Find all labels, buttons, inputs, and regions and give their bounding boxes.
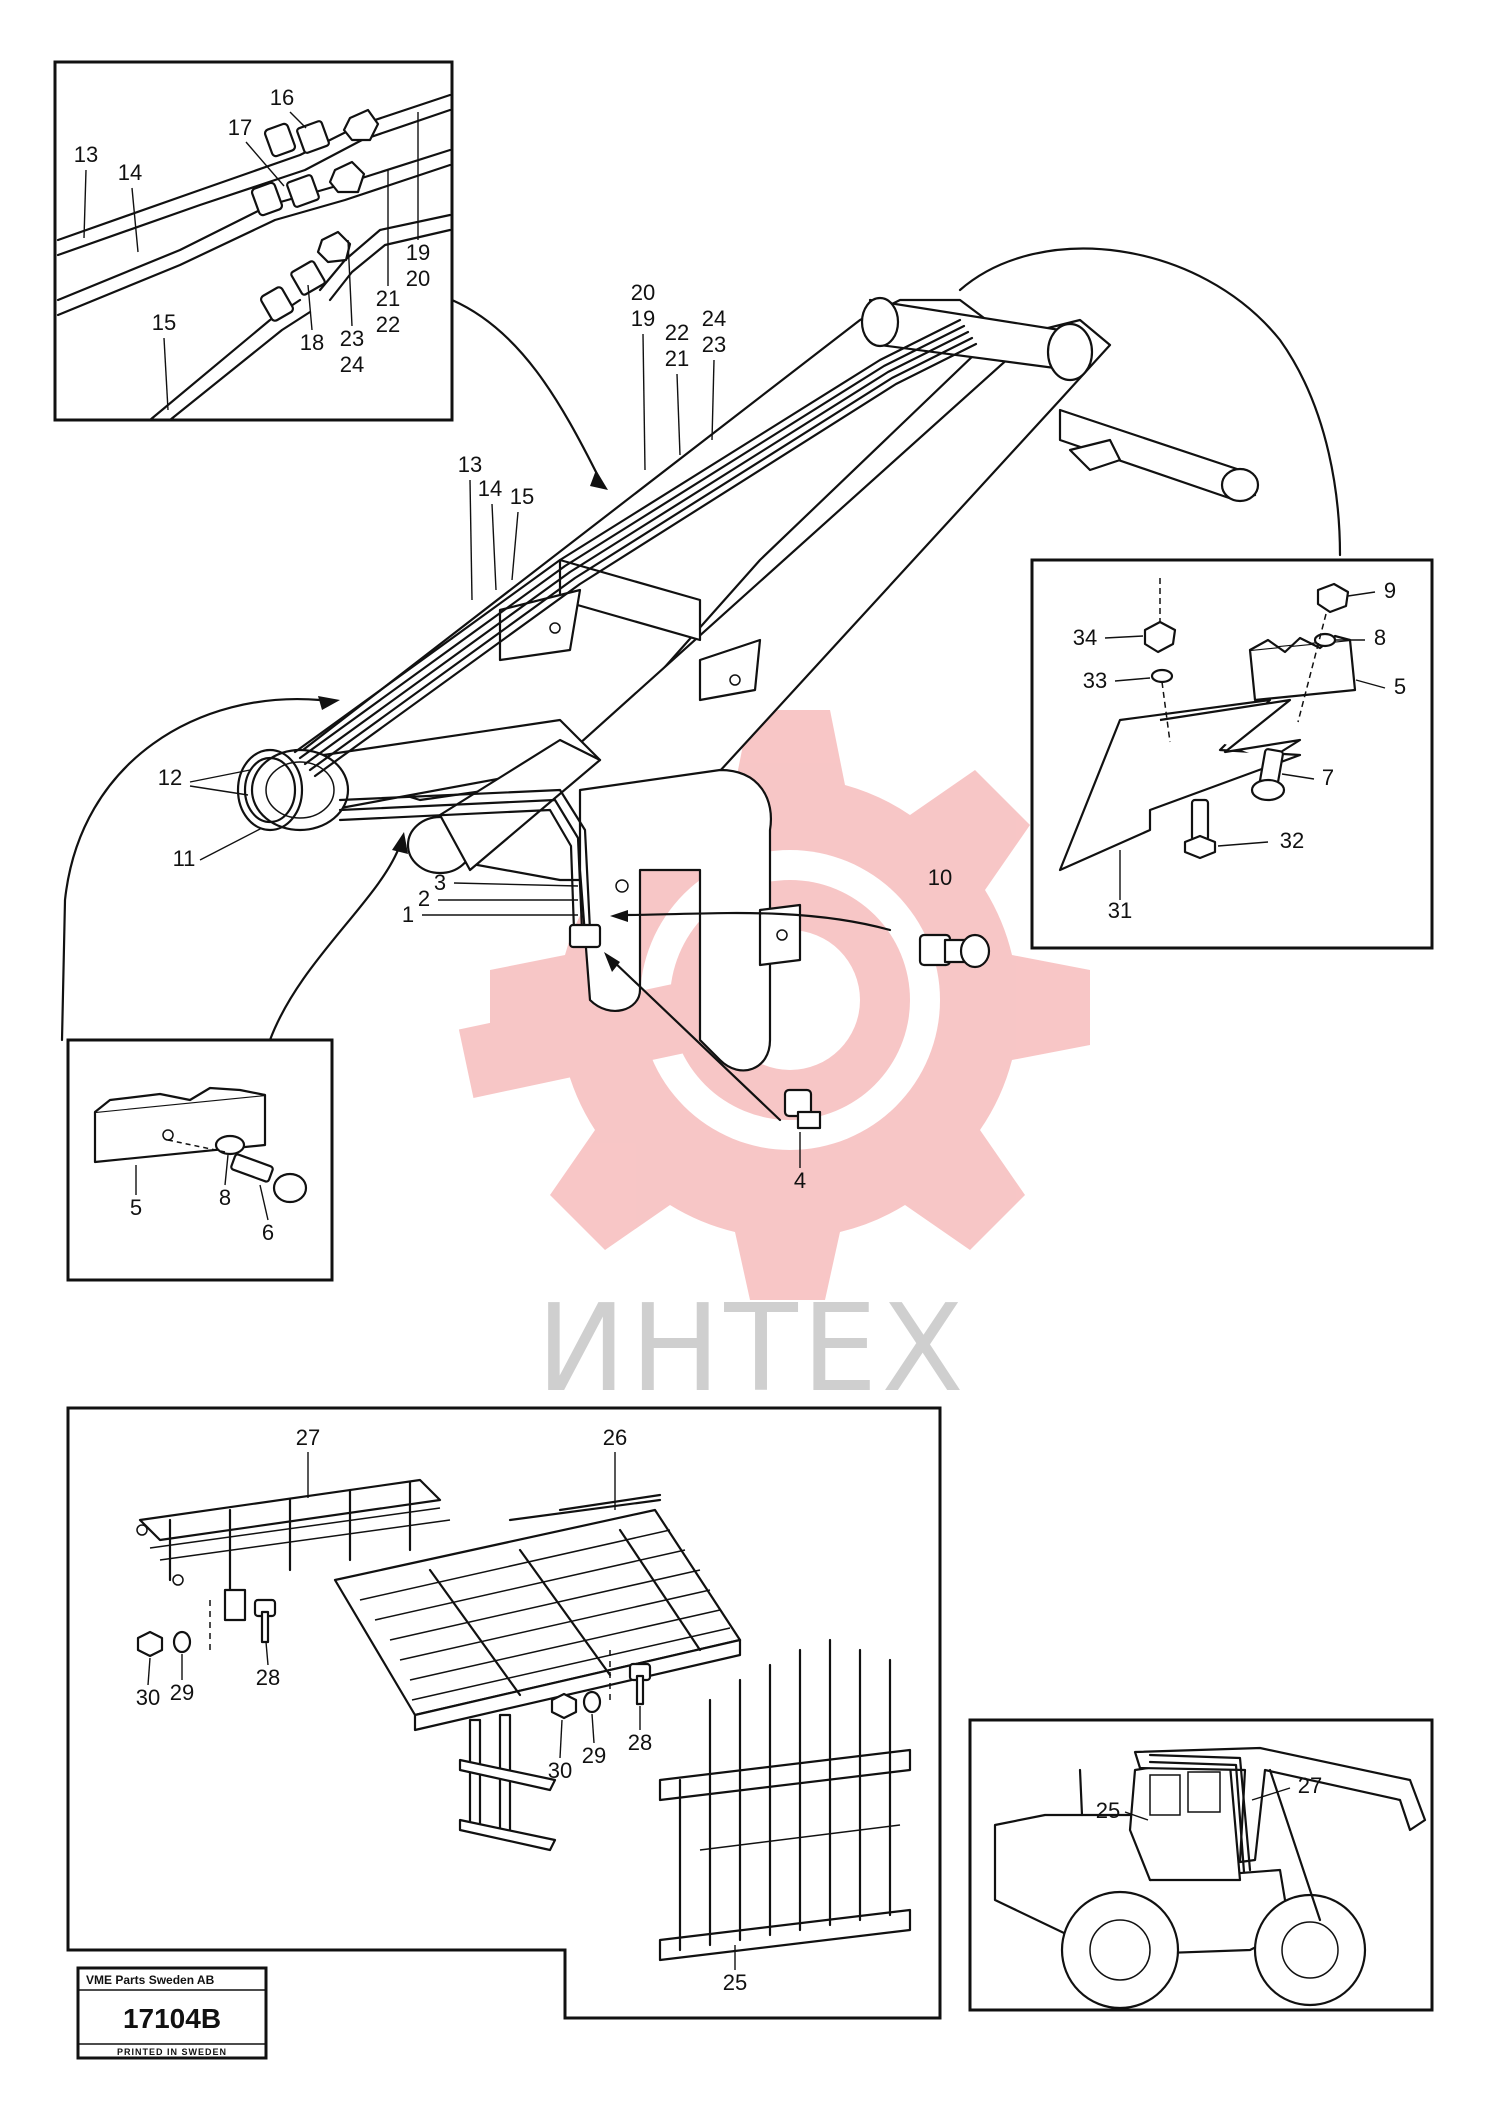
- callout-29-left: 29: [170, 1680, 194, 1705]
- callout-14-inset: 14: [118, 160, 142, 185]
- callout-18: 18: [300, 330, 324, 355]
- callout-21-boom: 21: [665, 346, 689, 371]
- callout-9: 9: [1384, 578, 1396, 603]
- callout-30-left: 30: [136, 1685, 160, 1710]
- grille-27: [136, 1478, 451, 1650]
- callout-28-left: 28: [256, 1665, 280, 1690]
- callout-13-boom: 13: [458, 452, 482, 477]
- callout-3: 3: [434, 870, 446, 895]
- callout-29-right: 29: [582, 1743, 606, 1768]
- callout-13-inset: 13: [74, 142, 98, 167]
- callout-24-inset: 24: [340, 352, 364, 377]
- callout-10: 10: [928, 865, 952, 890]
- fitting-18: [259, 230, 352, 322]
- callout-23-inset: 23: [340, 326, 364, 351]
- callout-4: 4: [794, 1168, 806, 1193]
- inset-machine: 25 27: [968, 1718, 1434, 2012]
- callout-25-machine: 25: [1096, 1798, 1120, 1823]
- callout-30-right: 30: [548, 1758, 572, 1783]
- watermark-text: ИНТЕХ: [536, 1280, 967, 1419]
- callout-33: 33: [1083, 668, 1107, 693]
- part-4-fitting: [604, 952, 822, 1168]
- callout-15-boom: 15: [510, 484, 534, 509]
- callout-19-inset: 19: [406, 240, 430, 265]
- callout-20-boom: 20: [631, 280, 655, 305]
- grille-26: [333, 1493, 742, 1732]
- callout-16: 16: [270, 85, 294, 110]
- callout-6: 6: [262, 1220, 274, 1245]
- callout-1: 1: [402, 902, 414, 927]
- inset-small-bracket: 5 8 6: [66, 1038, 334, 1282]
- callout-2: 2: [418, 886, 430, 911]
- callout-27-guards: 27: [296, 1425, 320, 1450]
- inset-hose-couplings: 13 14 15 16 17 18 19 20 21 22 23 24: [53, 60, 454, 422]
- callout-31: 31: [1108, 898, 1132, 923]
- callout-17: 17: [228, 115, 252, 140]
- inset-clamp-bracket: 9 8 34 33 5 7 32 31: [1030, 558, 1434, 950]
- callout-7: 7: [1322, 765, 1334, 790]
- callout-12: 12: [158, 765, 182, 790]
- callout-22-inset: 22: [376, 312, 400, 337]
- callout-8-small: 8: [219, 1185, 231, 1210]
- title-block-company: VME Parts Sweden AB: [86, 1973, 215, 1987]
- callout-28-right: 28: [628, 1730, 652, 1755]
- callout-5-right: 5: [1394, 674, 1406, 699]
- grille-25: [658, 1638, 912, 1962]
- callout-34: 34: [1073, 625, 1097, 650]
- title-block: VME Parts Sweden AB 17104B PRINTED IN SW…: [76, 1966, 268, 2060]
- title-block-drawing-number: 17104B: [123, 2003, 221, 2034]
- callout-14-boom: 14: [478, 476, 502, 501]
- callout-20-inset: 20: [406, 266, 430, 291]
- callout-32: 32: [1280, 828, 1304, 853]
- main-boom-assembly: 20 19 22 21 24 23 13 14 15 12 11 3 2 1 1…: [158, 280, 1260, 1193]
- callout-21-inset: 21: [376, 286, 400, 311]
- callout-25-guards: 25: [723, 1970, 747, 1995]
- callout-24-boom: 24: [702, 306, 726, 331]
- fitting-16: [263, 108, 380, 158]
- callout-23-boom: 23: [702, 332, 726, 357]
- callout-27-machine: 27: [1298, 1773, 1322, 1798]
- callout-15-inset: 15: [152, 310, 176, 335]
- title-block-printed: PRINTED IN SWEDEN: [117, 2047, 227, 2057]
- callout-5-small: 5: [130, 1195, 142, 1220]
- inset-guards: 27 26 28 30 29 28 30 29 25: [66, 1406, 942, 2020]
- callout-19-boom: 19: [631, 306, 655, 331]
- callout-26: 26: [603, 1425, 627, 1450]
- fitting-17: [250, 160, 366, 217]
- callout-22-boom: 22: [665, 320, 689, 345]
- callout-11: 11: [173, 846, 196, 871]
- callout-8-right: 8: [1374, 625, 1386, 650]
- part-10-fitting: [610, 910, 991, 969]
